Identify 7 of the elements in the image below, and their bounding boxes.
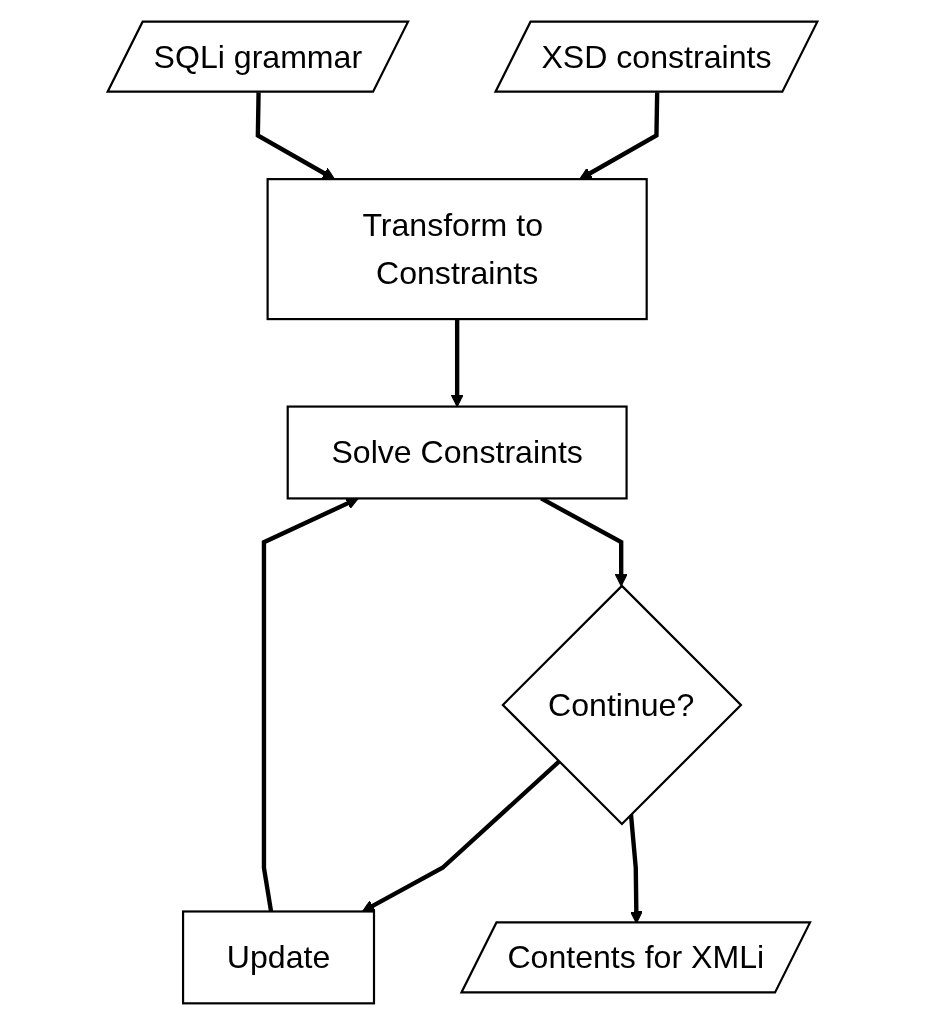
arrow	[255, 92, 336, 180]
arrow	[579, 92, 660, 180]
node-diamond: Continue?	[501, 584, 743, 826]
node-box: Transform to Constraints	[266, 178, 648, 321]
arrow	[361, 760, 561, 913]
node-box: Update	[181, 910, 376, 1005]
node-box: Solve Constraints	[286, 405, 628, 500]
